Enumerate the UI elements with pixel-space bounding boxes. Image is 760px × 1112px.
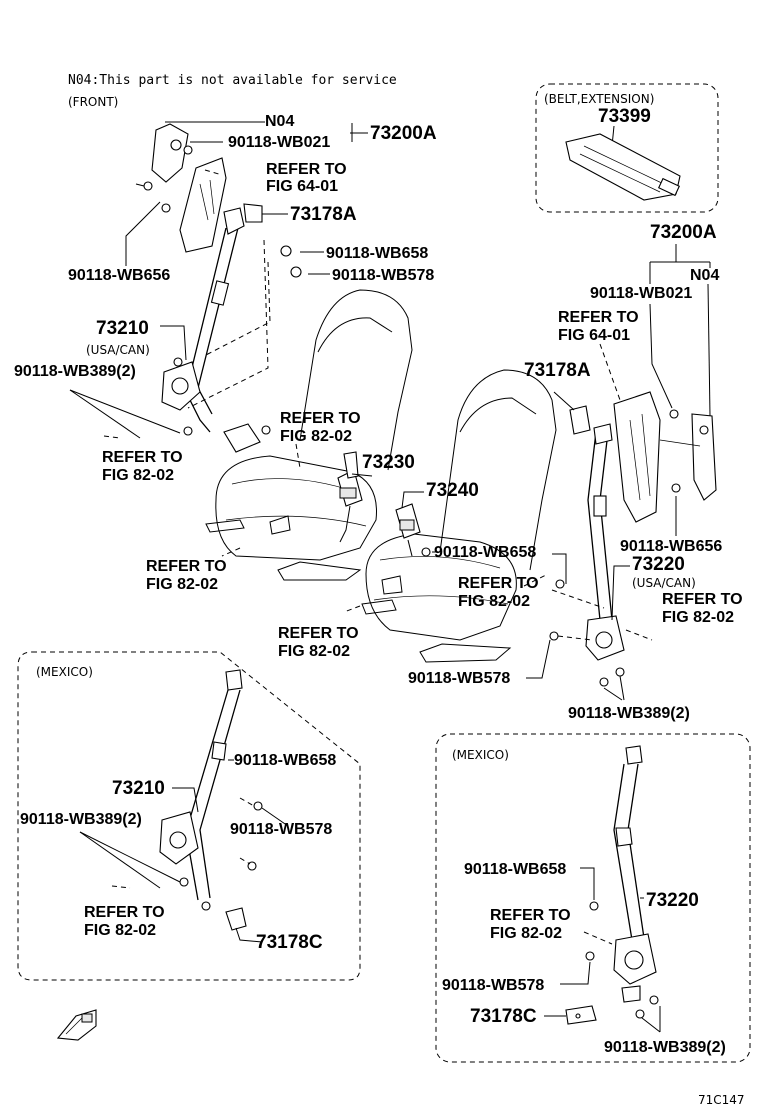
mexico-left-anchor-cover-label[interactable]: 73178C: [256, 932, 323, 953]
center-refer-a-line1[interactable]: REFER TO: [280, 410, 361, 427]
center-refer-c-line1[interactable]: REFER TO: [458, 575, 539, 592]
right-refer-fig-64-line2[interactable]: FIG 64-01: [558, 327, 630, 344]
right-bolt-wb021-label[interactable]: 90118-WB021: [590, 285, 692, 302]
left-refer-fig-64-line2[interactable]: FIG 64-01: [266, 178, 338, 195]
figure-code: 71C147: [698, 1093, 745, 1107]
left-bolt-wb656-label[interactable]: 90118-WB656: [68, 267, 170, 284]
belt-extension-title: (BELT,EXTENSION): [544, 92, 654, 106]
mexico-left-refer-line1[interactable]: REFER TO: [84, 904, 165, 921]
left-refer-fig-82-line1[interactable]: REFER TO: [102, 449, 183, 466]
right-assembly-73200a-label[interactable]: 73200A: [650, 222, 717, 243]
left-retractor-region-label: (USA/CAN): [86, 343, 150, 357]
left-refer-fig-82-line2[interactable]: FIG 82-02: [102, 467, 174, 484]
right-retractor-region-label: (USA/CAN): [632, 576, 696, 590]
center-refer-c-line2[interactable]: FIG 82-02: [458, 593, 530, 610]
mexico-right-region-label: (MEXICO): [452, 748, 509, 762]
right-refer-fig-82-line2[interactable]: FIG 82-02: [662, 609, 734, 626]
front-view-label: (FRONT): [68, 95, 118, 109]
buckle-73240-label[interactable]: 73240: [426, 480, 479, 501]
right-refer-fig-64-line1[interactable]: REFER TO: [558, 309, 639, 326]
left-assembly-73200a-label[interactable]: 73200A: [370, 123, 437, 144]
mexico-left-bolt-wb578-label[interactable]: 90118-WB578: [230, 821, 332, 838]
belt-extension-part: [565, 133, 681, 201]
mexico-left-region-label: (MEXICO): [36, 665, 93, 679]
front-direction-arrow-icon: [56, 1009, 97, 1041]
right-n04-label: N04: [690, 267, 719, 284]
center-bolt-wb578-label[interactable]: 90118-WB578: [408, 670, 510, 687]
right-buckle-73240: [395, 503, 431, 557]
left-bolt-wb578-label[interactable]: 90118-WB578: [332, 267, 434, 284]
center-refer-d-line1[interactable]: REFER TO: [278, 625, 359, 642]
right-webbing: [569, 405, 613, 621]
center-refer-b-line1[interactable]: REFER TO: [146, 558, 227, 575]
right-retractor: [549, 579, 625, 687]
mexico-left-retractor-label[interactable]: 73210: [112, 778, 165, 799]
left-bolt-wb389-label[interactable]: 90118-WB389(2): [14, 363, 136, 380]
center-refer-d-line2[interactable]: FIG 82-02: [278, 643, 350, 660]
center-refer-a-line2[interactable]: FIG 82-02: [280, 428, 352, 445]
mexico-right-belt: [565, 745, 659, 1025]
center-refer-b-line2[interactable]: FIG 82-02: [146, 576, 218, 593]
right-bolt-wb389-label[interactable]: 90118-WB389(2): [568, 705, 690, 722]
mexico-right-bolt-wb658-label[interactable]: 90118-WB658: [464, 861, 566, 878]
left-n04-label: N04: [265, 113, 294, 130]
right-refer-fig-82-line1[interactable]: REFER TO: [662, 591, 743, 608]
right-retractor-73220-label[interactable]: 73220: [632, 554, 685, 575]
left-seat: [205, 289, 413, 581]
center-bolt-wb658-label[interactable]: 90118-WB658: [434, 544, 536, 561]
left-buckle-73230: [337, 451, 363, 543]
right-seat: [361, 369, 557, 663]
mexico-left-belt: [159, 669, 263, 931]
left-bolt-wb021-label[interactable]: 90118-WB021: [228, 134, 330, 151]
mexico-right-anchor-cover-label[interactable]: 73178C: [470, 1006, 537, 1027]
mexico-right-bolt-wb578-label[interactable]: 90118-WB578: [442, 977, 544, 994]
right-bolt-wb656-label[interactable]: 90118-WB656: [620, 538, 722, 555]
left-anchor-cover-73178a-label[interactable]: 73178A: [290, 204, 357, 225]
mexico-left-bolt-wb658-label[interactable]: 90118-WB658: [234, 752, 336, 769]
left-retractor: [161, 357, 271, 453]
right-upper-anchor: [613, 391, 717, 523]
left-webbing: [185, 203, 263, 433]
mexico-left-refer-line2[interactable]: FIG 82-02: [84, 922, 156, 939]
left-retractor-73210-label[interactable]: 73210: [96, 318, 149, 339]
left-upper-anchor: [135, 123, 227, 253]
belt-extension-box: [535, 83, 719, 213]
availability-note: N04:This part is not available for servi…: [68, 73, 397, 88]
mexico-left-box: [17, 651, 361, 981]
mexico-right-refer-line2[interactable]: FIG 82-02: [490, 925, 562, 942]
left-refer-fig-64-line1[interactable]: REFER TO: [266, 161, 347, 178]
mexico-left-bolt-wb389-label[interactable]: 90118-WB389(2): [20, 811, 142, 828]
mexico-right-retractor-label[interactable]: 73220: [646, 890, 699, 911]
left-bolt-wb658-label[interactable]: 90118-WB658: [326, 245, 428, 262]
mexico-right-refer-line1[interactable]: REFER TO: [490, 907, 571, 924]
right-anchor-cover-73178a-label[interactable]: 73178A: [524, 360, 591, 381]
mexico-right-bolt-wb389-label[interactable]: 90118-WB389(2): [604, 1039, 726, 1056]
part-73399-label[interactable]: 73399: [598, 106, 651, 127]
buckle-73230-label[interactable]: 73230: [362, 452, 415, 473]
